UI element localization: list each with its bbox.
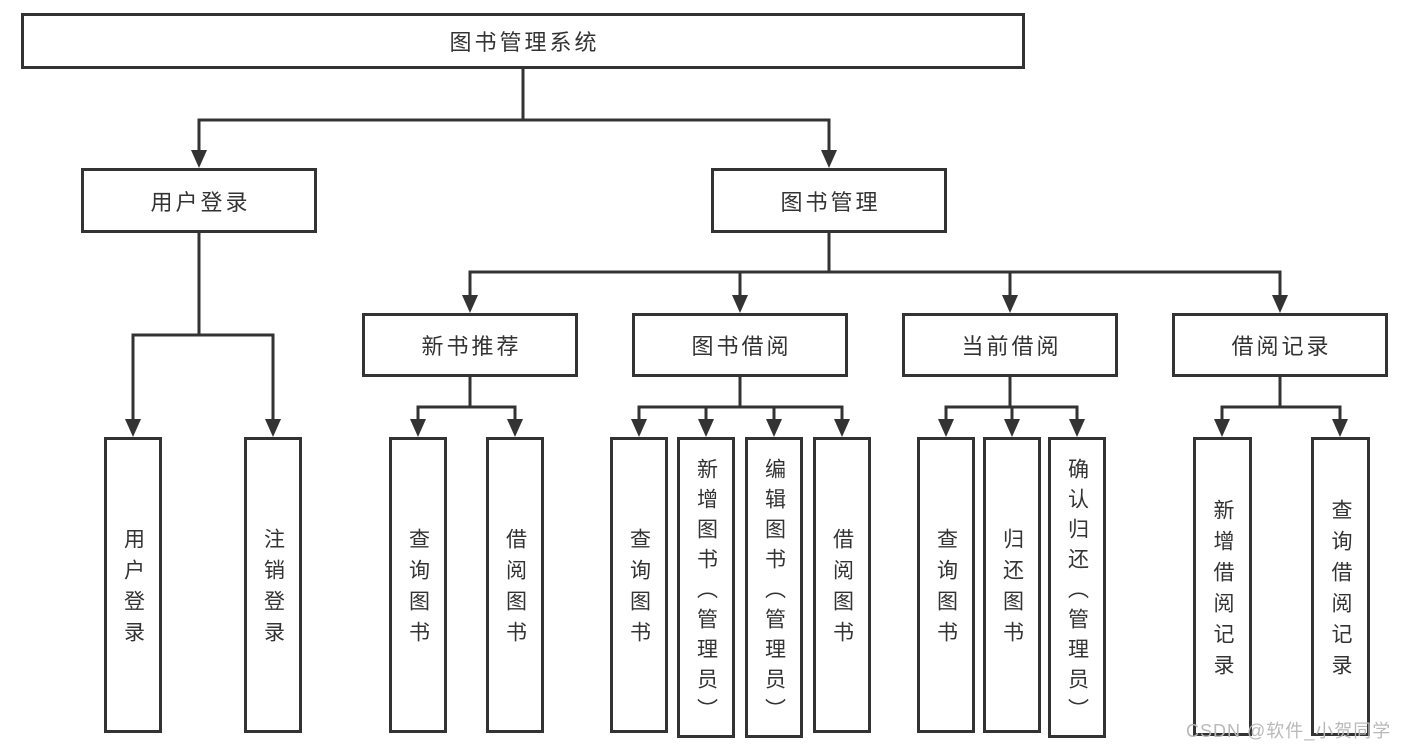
- arrowhead: [834, 419, 850, 437]
- leaf-add-borrow-record-label: 新增借阅记录: [1211, 498, 1234, 685]
- arrowhead: [1332, 419, 1348, 437]
- arrowhead: [125, 419, 141, 437]
- edge-bookmgmt-rail: [468, 270, 1282, 297]
- node-book-borrowing: 图书借阅: [632, 313, 848, 377]
- leaf-user-login: 用户登录: [104, 437, 162, 733]
- leaf-user-login-label: 用户登录: [121, 528, 145, 652]
- leaf-borrow-books-borrowing: 借阅图书: [813, 437, 871, 733]
- node-book-management-label: 图书管理: [780, 189, 881, 215]
- leaf-query-borrow-record-label: 查询借阅记录: [1329, 498, 1352, 685]
- leaf-return-books: 归还图书: [983, 437, 1041, 733]
- leaf-logout-label: 注销登录: [261, 528, 285, 652]
- leaf-query-books-borrowing: 查询图书: [610, 437, 668, 733]
- arrowhead: [821, 150, 837, 168]
- node-new-book-recommendation-label: 新书推荐: [421, 334, 522, 359]
- node-current-borrowing: 当前借阅: [902, 313, 1118, 377]
- leaf-edit-books-admin: 编辑图书（管理员）: [745, 437, 803, 738]
- leaf-confirm-return-admin-label: 确认归还（管理员）: [1065, 457, 1089, 728]
- node-borrowing-records: 借阅记录: [1172, 313, 1388, 377]
- node-book-management: 图书管理: [711, 168, 947, 233]
- arrowhead: [1272, 295, 1288, 313]
- node-new-book-recommendation: 新书推荐: [362, 313, 578, 377]
- node-user-login: 用户登录: [81, 168, 317, 233]
- leaf-logout: 注销登录: [244, 437, 302, 733]
- leaf-edit-books-admin-label: 编辑图书（管理员）: [762, 457, 786, 728]
- arrowhead: [1004, 419, 1020, 437]
- node-root: 图书管理系统: [21, 13, 1025, 69]
- leaf-add-borrow-record: 新增借阅记录: [1193, 437, 1252, 736]
- edge-bookborrow-rail: [637, 405, 844, 421]
- arrowhead: [1069, 419, 1085, 437]
- leaf-borrow-books-recommendation: 借阅图书: [486, 437, 544, 733]
- arrowhead: [631, 419, 647, 437]
- leaf-query-books-recommendation: 查询图书: [389, 437, 447, 733]
- node-current-borrowing-label: 当前借阅: [961, 334, 1062, 359]
- leaf-add-books-admin: 新增图书（管理员）: [677, 437, 735, 738]
- csdn-watermark: CSDN @软件_小贺同学: [1186, 721, 1392, 741]
- leaf-query-books-current-label: 查询图书: [934, 528, 958, 652]
- leaf-borrow-books-borrowing-label: 借阅图书: [830, 528, 854, 652]
- arrowhead: [766, 419, 782, 437]
- arrowhead: [698, 419, 714, 437]
- arrowhead: [1002, 295, 1018, 313]
- edge-borrowrecords-rail: [1220, 405, 1342, 421]
- edge-newbookrec-rail: [416, 405, 517, 421]
- node-borrowing-records-label: 借阅记录: [1231, 334, 1332, 359]
- leaf-confirm-return-admin: 确认归还（管理员）: [1048, 437, 1106, 738]
- arrowhead: [732, 295, 748, 313]
- leaf-query-borrow-record: 查询借阅记录: [1311, 437, 1370, 736]
- arrowhead: [265, 419, 281, 437]
- arrowhead: [462, 295, 478, 313]
- leaf-return-books-label: 归还图书: [1000, 528, 1024, 652]
- edge-userlogin-rail: [131, 333, 275, 421]
- arrowhead: [938, 419, 954, 437]
- node-user-login-label: 用户登录: [150, 189, 251, 215]
- arrowhead: [507, 419, 523, 437]
- leaf-borrow-books-recommendation-label: 借阅图书: [503, 528, 527, 652]
- leaf-query-books-current: 查询图书: [917, 437, 975, 733]
- arrowhead: [191, 150, 207, 168]
- leaf-query-books-borrowing-label: 查询图书: [627, 528, 651, 652]
- arrowhead: [410, 419, 426, 437]
- leaf-add-books-admin-label: 新增图书（管理员）: [694, 457, 718, 728]
- edge-root-rail: [197, 118, 831, 150]
- arrowhead: [1214, 419, 1230, 437]
- node-root-label: 图书管理系统: [449, 30, 600, 55]
- leaf-query-books-recommendation-label: 查询图书: [406, 528, 430, 652]
- node-book-borrowing-label: 图书借阅: [691, 334, 792, 359]
